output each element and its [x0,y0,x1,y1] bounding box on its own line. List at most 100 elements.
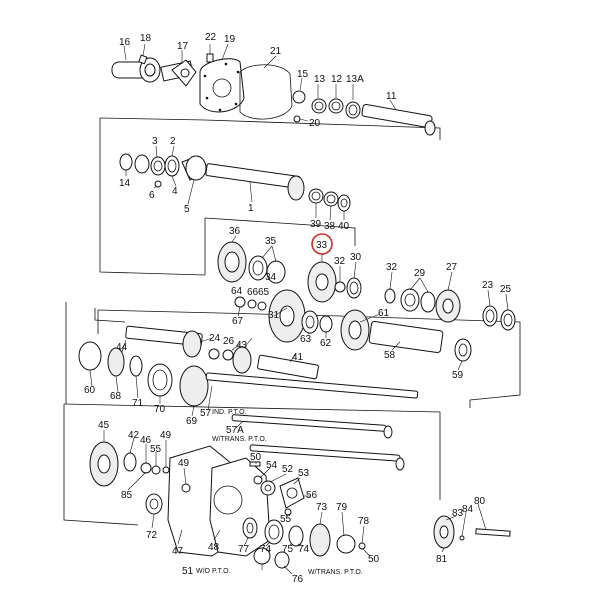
label-22: 22 [205,32,217,43]
gear-69 [179,365,209,407]
shaft-58 [368,320,444,354]
callout-labels: 16 18 17 22 19 21 15 13 12 13A 11 20 3 2… [84,32,512,585]
label-48: 48 [208,542,220,553]
label-74a: 74 [260,544,272,555]
label-17: 17 [177,41,189,52]
label-70: 70 [154,404,166,415]
shaft-57a [231,414,387,432]
label-64: 64 [231,286,243,297]
shaft-1 [205,163,301,189]
label-1: 1 [248,203,254,214]
label-38: 38 [324,221,336,232]
label-71: 71 [132,398,144,409]
gear-5 [185,155,207,181]
label-6: 6 [149,190,155,201]
label-54: 54 [266,460,278,471]
label-74b: 74 [298,544,310,555]
caption-ind-pto: IND. P.T.O. [212,409,247,416]
label-36: 36 [229,226,241,237]
label-55b: 55 [280,514,292,525]
label-13a: 13A [346,74,364,85]
label-30: 30 [350,252,362,263]
label-65: 65 [258,287,270,298]
label-5: 5 [184,204,190,215]
leader-lines [89,43,509,575]
label-53: 53 [298,468,310,479]
shaft-41 [257,354,319,380]
label-33: 33 [316,240,328,251]
label-40: 40 [338,221,350,232]
label-35: 35 [265,236,277,247]
label-2: 2 [170,136,176,147]
label-16: 16 [119,37,131,48]
label-34: 34 [265,272,277,283]
caption-w-trans-pto-b: W/TRANS. P.T.O. [308,569,363,576]
shaft-57 [205,372,419,399]
label-21: 21 [270,46,282,57]
label-73: 73 [316,502,328,513]
label-32a: 32 [334,256,346,267]
label-59: 59 [452,370,464,381]
seal-72 [145,493,163,515]
label-14: 14 [119,178,131,189]
label-44: 44 [116,342,128,353]
label-12: 12 [331,74,343,85]
label-18: 18 [140,33,152,44]
label-67: 67 [232,316,244,327]
label-85: 85 [121,490,133,501]
ring-60 [78,341,102,371]
label-62: 62 [320,338,332,349]
label-60: 60 [84,385,96,396]
label-4: 4 [172,186,178,197]
pto-shaft-assembly [78,325,419,471]
label-63: 63 [300,334,312,345]
label-13: 13 [314,74,326,85]
label-52: 52 [282,464,294,475]
label-58: 58 [384,350,396,361]
label-39: 39 [310,219,322,230]
label-32b: 32 [386,262,398,273]
label-77: 77 [238,544,250,555]
flange-53 [279,477,305,509]
label-23: 23 [482,280,494,291]
label-55: 55 [150,444,162,455]
label-57: 57 [200,408,212,419]
ring-70 [147,363,173,397]
shaft-11 [361,103,433,129]
label-76: 76 [292,574,304,585]
label-25: 25 [500,284,512,295]
cover-19 [199,58,245,113]
label-57a: 57A [226,425,244,436]
label-75: 75 [282,544,294,555]
label-83: 83 [452,508,464,519]
label-45: 45 [98,420,110,431]
label-47: 47 [172,546,184,557]
label-68: 68 [110,391,122,402]
pto-gear-assembly [234,289,472,362]
label-72: 72 [146,530,158,541]
shaft-80 [475,528,511,537]
label-26: 26 [223,336,235,347]
label-81: 81 [436,554,448,565]
label-19: 19 [224,34,236,45]
label-84: 84 [462,504,474,515]
label-51: 51 [182,566,194,577]
label-49: 49 [160,430,172,441]
caption-w-trans-pto-a: W/TRANS. P.T.O. [212,436,267,443]
label-15: 15 [297,69,309,80]
label-56: 56 [306,490,318,501]
label-20: 20 [309,118,321,129]
label-78: 78 [358,516,370,527]
label-69: 69 [186,416,198,427]
housing-assembly [89,441,511,569]
label-41: 41 [292,352,304,363]
top-assembly [111,53,436,136]
label-80: 80 [474,496,486,507]
gasket-21 [239,64,293,120]
label-46: 46 [140,435,152,446]
label-24: 24 [209,333,221,344]
label-50b: 50 [368,554,380,565]
label-42: 42 [128,430,140,441]
